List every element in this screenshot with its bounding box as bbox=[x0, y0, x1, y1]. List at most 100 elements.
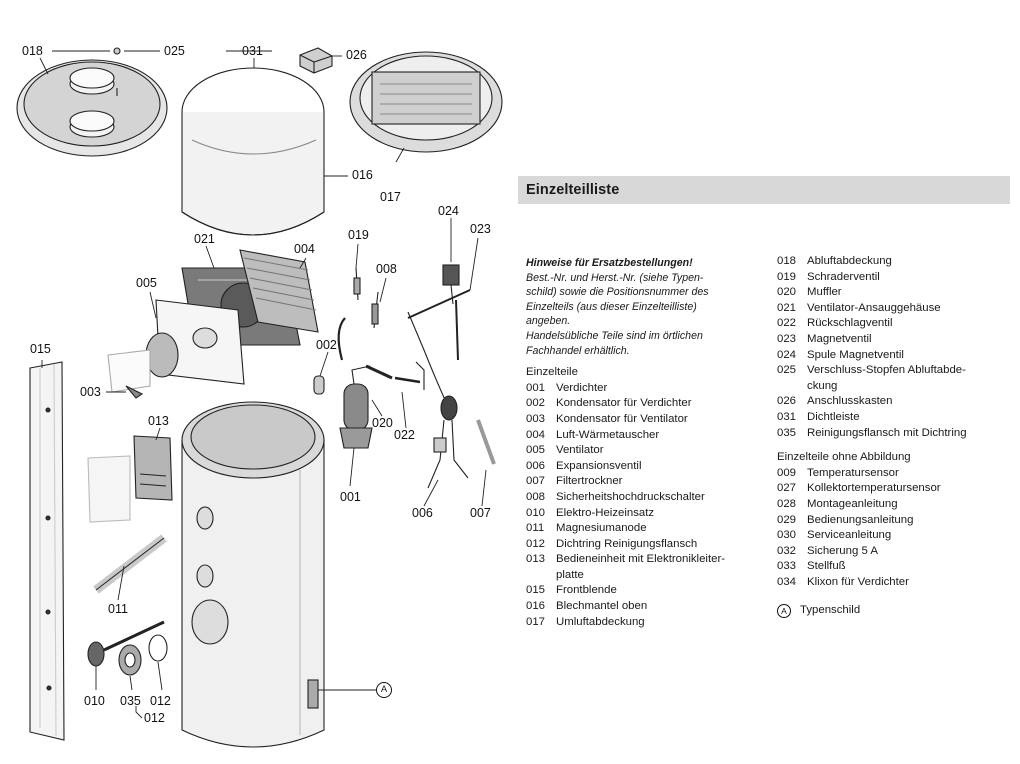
part-name: Filtertrockner bbox=[556, 475, 623, 488]
terminal-box-026 bbox=[299, 47, 333, 74]
expansion-valve-006 bbox=[427, 395, 469, 489]
magnesium-anode-011 bbox=[93, 534, 167, 594]
part-number: 024 bbox=[777, 348, 797, 361]
part-name: Frontblende bbox=[556, 584, 617, 597]
part-name: Kondensator für Ventilator bbox=[556, 412, 688, 425]
filter-dryer-007 bbox=[476, 419, 496, 465]
part-name: Luft-Wärmetauscher bbox=[556, 428, 660, 441]
parts-list-row: platte bbox=[526, 568, 766, 584]
part-number: 035 bbox=[777, 426, 797, 439]
part-number: 028 bbox=[777, 497, 797, 510]
part-name: platte bbox=[556, 568, 584, 581]
part-number: 010 bbox=[526, 506, 546, 519]
part-name: Muffler bbox=[807, 286, 842, 299]
part-name: Klixon für Verdichter bbox=[807, 575, 909, 588]
callout-024: 024 bbox=[438, 204, 459, 218]
callout-020: 020 bbox=[372, 416, 393, 430]
part-name: Sicherheitshochdruckschalter bbox=[556, 490, 705, 503]
part-number: 029 bbox=[777, 513, 797, 526]
part-number: 033 bbox=[777, 560, 797, 573]
muffler-020 bbox=[365, 361, 425, 390]
part-name: Dichtring Reinigungsflansch bbox=[556, 537, 698, 550]
part-number: 032 bbox=[777, 544, 797, 557]
type-plate-legend-text: Typenschild bbox=[800, 604, 861, 617]
part-name: Abluftabdeckung bbox=[807, 255, 892, 267]
parts-list-row: 017 Umluftabdeckung bbox=[526, 615, 766, 631]
part-number: 011 bbox=[526, 522, 545, 535]
part-number: 017 bbox=[526, 615, 546, 628]
callout-018: 018 bbox=[22, 44, 43, 58]
part-name: Temperatursensor bbox=[807, 466, 899, 479]
part-number bbox=[777, 379, 807, 395]
parts-list-row: ckung bbox=[777, 379, 1007, 395]
storage-tank bbox=[181, 401, 325, 748]
part-number: 015 bbox=[526, 584, 546, 597]
callout-025: 025 bbox=[164, 44, 185, 58]
part-name: Ventilator-Ansauggehäuse bbox=[807, 301, 941, 314]
part-name: Montageanleitung bbox=[807, 497, 898, 510]
ordering-notes: Hinweise für Ersatzbestellungen! Best.-N… bbox=[526, 256, 766, 358]
type-plate-legend-marker: A bbox=[777, 604, 791, 619]
fan-005 bbox=[107, 299, 245, 393]
callout-011: 011 bbox=[108, 602, 128, 616]
callout-010: 010 bbox=[84, 694, 105, 708]
part-name: Kondensator für Verdichter bbox=[556, 397, 692, 410]
part-name: Expansionsventil bbox=[556, 459, 642, 472]
part-number: 007 bbox=[526, 475, 546, 488]
part-name: Blechmantel oben bbox=[556, 600, 648, 613]
leader-lines bbox=[39, 50, 487, 719]
part-number: 023 bbox=[777, 332, 797, 345]
parts-list-row: 007 Filtertrockner bbox=[526, 474, 766, 490]
callout-026: 026 bbox=[346, 48, 367, 62]
parts-list-row: 005 Ventilator bbox=[526, 443, 766, 459]
callout-001: 001 bbox=[340, 490, 361, 504]
small-valves bbox=[313, 267, 379, 395]
compressor-001 bbox=[339, 365, 373, 449]
type-plate-legend: A Typenschild bbox=[777, 603, 1007, 619]
part-number: 005 bbox=[526, 444, 546, 457]
part-name: Umluftabdeckung bbox=[556, 615, 645, 628]
parts-list-panel: Einzelteilliste Hinweise für Ersatzbeste… bbox=[518, 176, 1010, 628]
part-name: Stellfuß bbox=[807, 560, 846, 573]
part-number: 003 bbox=[526, 412, 546, 425]
parts-list-row: 032 Sicherung 5 A bbox=[777, 544, 1007, 560]
part-number: 025 bbox=[777, 364, 797, 377]
no-image-heading: Einzelteile ohne Abbildung bbox=[777, 451, 911, 464]
part-number: 034 bbox=[777, 575, 797, 588]
part-number: 012 bbox=[526, 537, 546, 550]
parts-list-row: 033 Stellfuß bbox=[777, 559, 1007, 575]
callout-019: 019 bbox=[348, 228, 369, 242]
diagram-drawing bbox=[16, 47, 503, 748]
parts-heading: Einzelteile bbox=[526, 366, 578, 379]
part-name: Verschluss-Stopfen Abluftabde- bbox=[807, 364, 966, 377]
part-name: Ventilator bbox=[556, 444, 604, 457]
ordering-note-line: Einzelteils (aus dieser Einzelteilliste) bbox=[526, 300, 697, 313]
callout-022: 022 bbox=[394, 428, 415, 442]
callout-013: 013 bbox=[148, 414, 169, 428]
part-number: 004 bbox=[526, 428, 546, 441]
callout-031: 031 bbox=[242, 44, 263, 58]
front-panel-015 bbox=[29, 361, 65, 741]
callout-035: 035 bbox=[120, 694, 141, 708]
ordering-note-line: Best.-Nr. und Herst.-Nr. (siehe Typen- bbox=[526, 271, 704, 284]
callout-016: 016 bbox=[352, 168, 373, 182]
callout-002: 002 bbox=[316, 338, 337, 352]
parts-list-row: 003 Kondensator für Ventilator bbox=[526, 412, 766, 428]
exhaust-air-cover-018 bbox=[16, 59, 168, 157]
part-name: Sicherung 5 A bbox=[807, 544, 878, 557]
part-number bbox=[526, 568, 556, 584]
